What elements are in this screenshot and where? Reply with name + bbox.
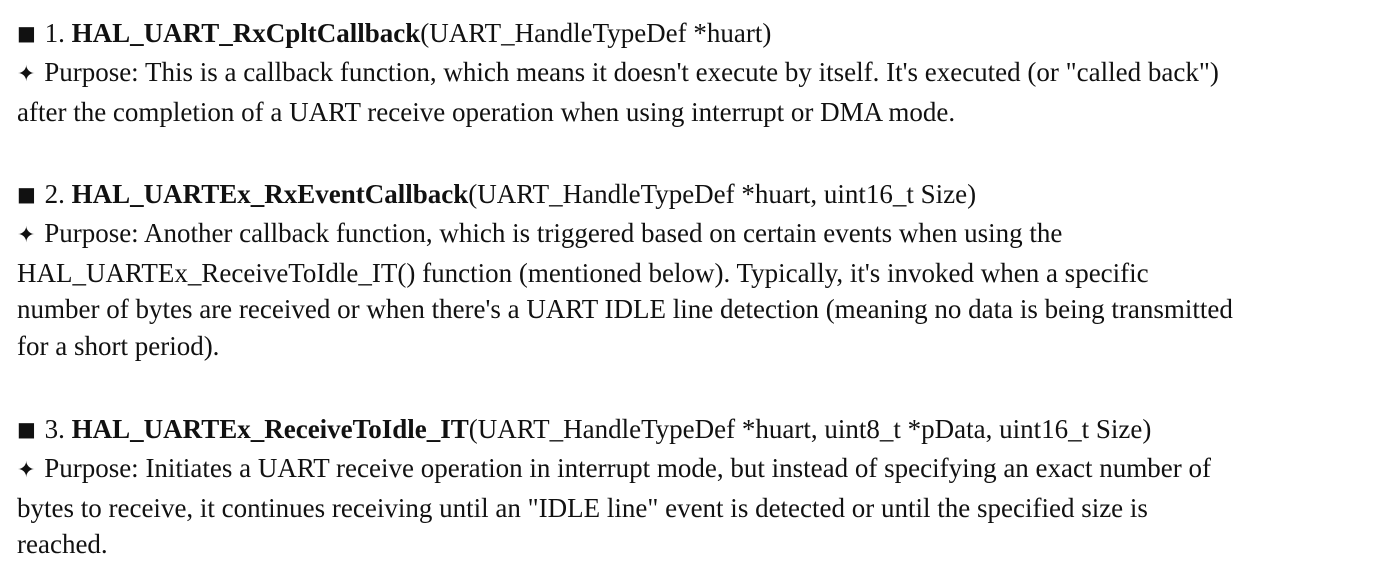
item-number: 3. <box>44 414 65 444</box>
purpose-line: number of bytes are received or when the… <box>17 294 1233 324</box>
function-heading: ■ 3. HAL_UARTEx_ReceiveToIdle_IT(UART_Ha… <box>17 411 1393 449</box>
function-name: HAL_UART_RxCpltCallback <box>71 18 421 48</box>
square-bullet-icon: ■ <box>17 21 36 45</box>
purpose-text: ✦ Purpose: This is a callback function, … <box>17 54 1393 130</box>
star-icon: ✦ <box>17 458 36 483</box>
purpose-line: reached. <box>17 529 108 559</box>
purpose-line: ✦ Purpose: Initiates a UART receive oper… <box>17 450 1393 490</box>
function-entry-2: ■ 2. HAL_UARTEx_RxEventCallback(UART_Han… <box>17 176 1393 364</box>
item-number: 2. <box>44 179 65 209</box>
function-heading: ■ 2. HAL_UARTEx_RxEventCallback(UART_Han… <box>17 176 1393 214</box>
item-number: 1. <box>44 18 65 48</box>
function-params: (UART_HandleTypeDef *huart, uint16_t Siz… <box>468 179 977 209</box>
purpose-line: after the completion of a UART receive o… <box>17 96 956 127</box>
star-icon: ✦ <box>17 223 36 248</box>
function-entry-1: ■ 1. HAL_UART_RxCpltCallback(UART_Handle… <box>17 15 1393 130</box>
function-name: HAL_UARTEx_RxEventCallback <box>71 179 469 209</box>
purpose-text: ✦ Purpose: Another callback function, wh… <box>17 215 1393 364</box>
purpose-line: bytes to receive, it continues receiving… <box>17 492 1148 523</box>
function-params: (UART_HandleTypeDef *huart, uint8_t *pDa… <box>468 414 1152 444</box>
star-icon: ✦ <box>17 62 36 87</box>
function-name: HAL_UARTEx_ReceiveToIdle_IT <box>71 414 469 444</box>
purpose-line: HAL_UARTEx_ReceiveToIdle_IT() function (… <box>17 257 1149 288</box>
purpose-line: ✦ Purpose: Another callback function, wh… <box>17 215 1393 255</box>
function-heading: ■ 1. HAL_UART_RxCpltCallback(UART_Handle… <box>17 15 1393 53</box>
purpose-line: for a short period). <box>17 330 220 361</box>
function-entry-3: ■ 3. HAL_UARTEx_ReceiveToIdle_IT(UART_Ha… <box>17 411 1393 563</box>
purpose-text: ✦ Purpose: Initiates a UART receive oper… <box>17 450 1393 563</box>
purpose-line-text: Purpose: Another callback function, whic… <box>44 218 1063 248</box>
purpose-line-text: Purpose: This is a callback function, wh… <box>44 57 1219 87</box>
function-params: (UART_HandleTypeDef *huart) <box>420 18 772 48</box>
square-bullet-icon: ■ <box>17 182 36 206</box>
purpose-line: ✦ Purpose: This is a callback function, … <box>17 54 1393 94</box>
purpose-line-text: Purpose: Initiates a UART receive operat… <box>44 453 1211 483</box>
square-bullet-icon: ■ <box>17 417 36 441</box>
